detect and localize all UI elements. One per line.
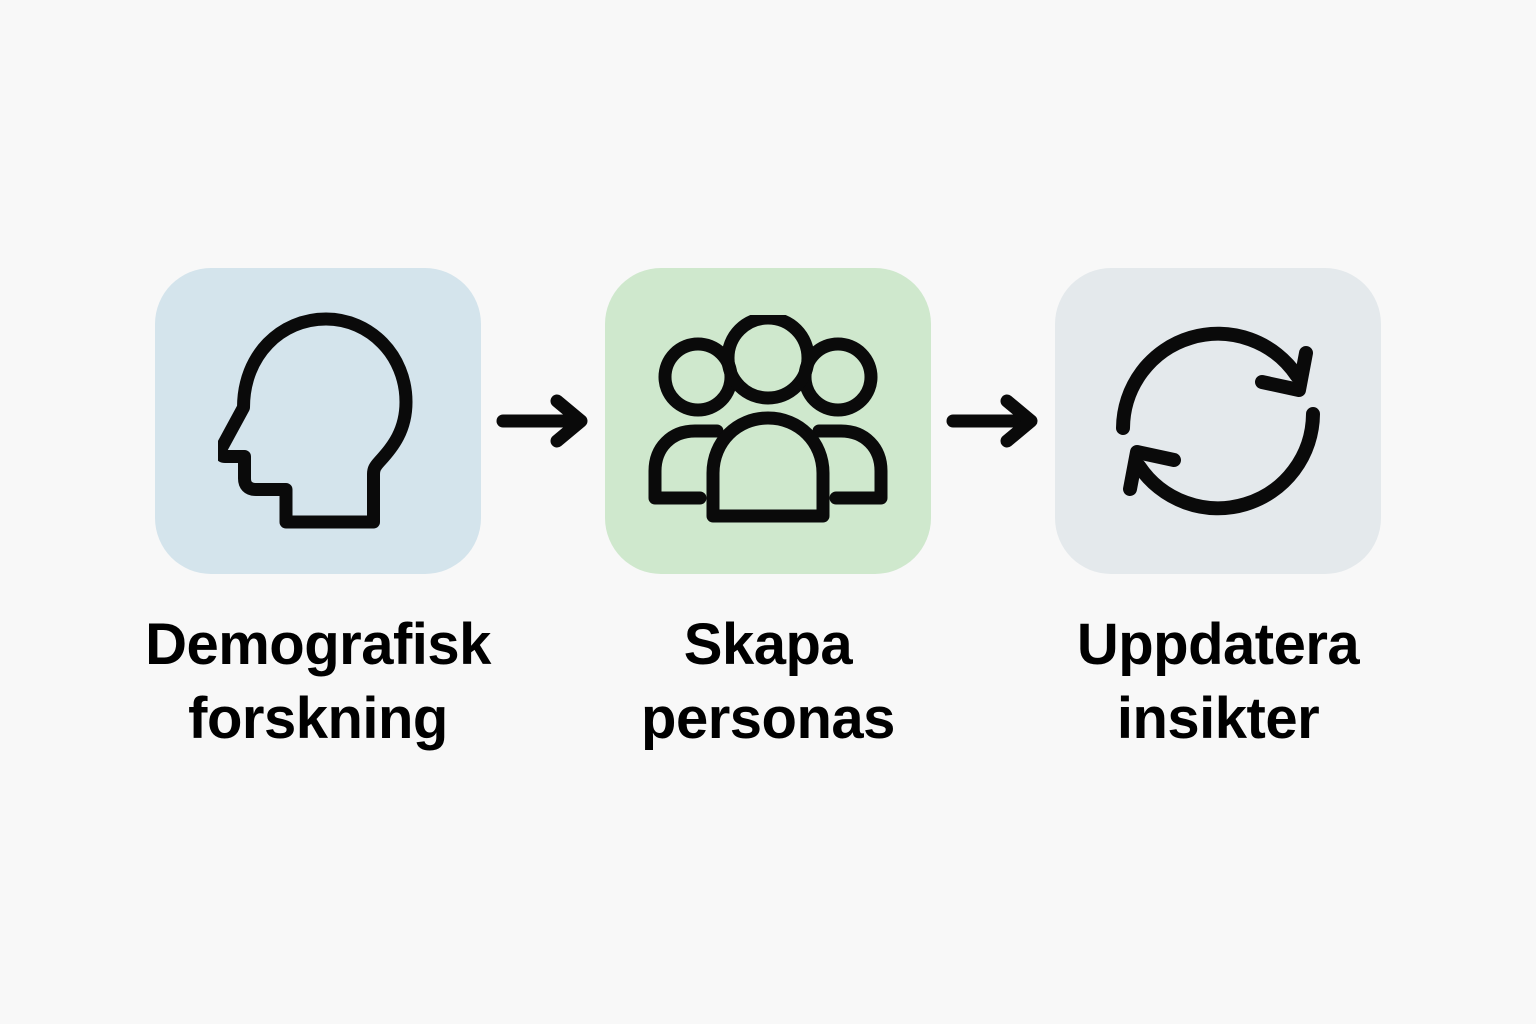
step-label-create-personas: Skapa personas — [641, 612, 895, 752]
label-slot-1: Demografisk forskning — [145, 608, 491, 756]
group-people-icon — [648, 315, 888, 523]
step-label-update-insights: Uppdatera insikter — [1076, 612, 1360, 752]
arrow-right-icon — [946, 394, 1038, 448]
flow-row — [0, 268, 1536, 574]
label-slot-2: Skapa personas — [605, 608, 931, 756]
flow-step-update-insights[interactable] — [1055, 268, 1381, 574]
flow-step-demographic-research[interactable] — [155, 268, 481, 574]
step-label-demographic-research: Demografisk forskning — [145, 612, 491, 752]
arrow-right-icon — [496, 394, 588, 448]
flow-step-create-personas[interactable] — [605, 268, 931, 574]
label-slot-3: Uppdatera insikter — [1055, 608, 1381, 756]
flow-labels-row: Demografisk forskning Skapa personas Upp… — [0, 608, 1536, 756]
step-card-create-personas[interactable] — [605, 268, 931, 574]
head-profile-icon — [218, 312, 413, 529]
refresh-cycle-icon — [1116, 326, 1320, 516]
connector-2 — [931, 268, 1055, 574]
step-card-update-insights[interactable] — [1055, 268, 1381, 574]
step-card-demographic-research[interactable] — [155, 268, 481, 574]
connector-1 — [481, 268, 605, 574]
